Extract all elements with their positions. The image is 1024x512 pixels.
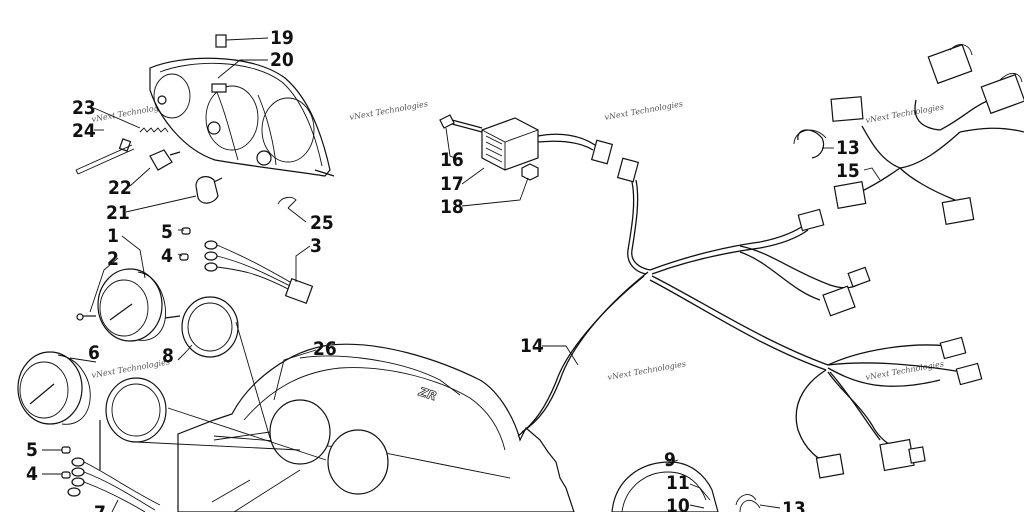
wiring-harness <box>517 179 963 463</box>
watermark: vNext Technologies <box>91 357 171 380</box>
callout-5-lower: 5 <box>26 439 38 461</box>
watermark: vNext Technologies <box>607 359 687 382</box>
lower-gauge <box>17 351 167 512</box>
harness-connectors <box>797 208 983 479</box>
callout-21: 21 <box>106 202 130 224</box>
callout-3: 3 <box>310 235 322 257</box>
gauge-opening-left <box>269 399 331 465</box>
connector-3 <box>284 278 314 304</box>
console-panel: ZR <box>177 343 575 512</box>
connector-upper-2 <box>980 73 1024 115</box>
wire-clip <box>277 196 297 209</box>
callout-15: 15 <box>836 160 860 182</box>
bolt-16 <box>439 114 455 129</box>
callout-13-upper: 13 <box>836 137 860 159</box>
leader-lines <box>42 37 881 512</box>
bottom-parts <box>611 461 761 512</box>
bulb-socket <box>149 149 173 171</box>
gauge-opening-right <box>327 429 389 495</box>
callout-14: 14 <box>520 335 544 357</box>
regulator-connector <box>590 139 614 165</box>
upper-gauge <box>76 227 314 358</box>
adjuster-screw <box>75 144 135 175</box>
nut-18 <box>521 163 539 181</box>
callout-5-upper: 5 <box>161 221 173 243</box>
console-logo: ZR <box>416 384 438 403</box>
watermark: vNext Technologies <box>865 102 945 125</box>
callout-26: 26 <box>313 338 337 360</box>
callout-8: 8 <box>162 345 174 367</box>
watermark: vNext Technologies <box>604 99 684 122</box>
callout-17: 17 <box>440 173 464 195</box>
callout-19: 19 <box>270 27 294 49</box>
clip-part-19 <box>215 34 227 48</box>
headlight-housing <box>149 57 331 177</box>
snap-ring-13-upper <box>797 129 825 159</box>
callout-24: 24 <box>72 120 96 142</box>
bulb <box>195 176 219 204</box>
callout-23: 23 <box>72 97 96 119</box>
upper-right-harness <box>793 43 1024 225</box>
voltage-regulator <box>439 114 640 183</box>
callout-4-lower: 4 <box>26 463 38 485</box>
callout-16: 16 <box>440 149 464 171</box>
adjuster-spring <box>139 127 169 133</box>
callout-10: 10 <box>666 495 690 512</box>
callout-2: 2 <box>107 248 119 270</box>
callout-9: 9 <box>664 449 676 471</box>
callout-1: 1 <box>107 225 119 247</box>
callout-13-lower: 13 <box>782 498 806 512</box>
callout-20: 20 <box>270 49 294 71</box>
connector-upper-1 <box>927 43 973 85</box>
watermark: vNext Technologies <box>349 99 429 122</box>
callout-25: 25 <box>310 212 334 234</box>
callout-22: 22 <box>108 177 132 199</box>
callout-18: 18 <box>440 196 464 218</box>
callout-7: 7 <box>94 502 106 512</box>
callout-numbers: 19 20 23 24 22 21 25 1 5 3 2 4 26 6 8 14… <box>26 27 860 512</box>
callout-4-upper: 4 <box>161 245 173 267</box>
headlight-assembly <box>75 34 335 209</box>
callout-11: 11 <box>666 472 690 494</box>
callout-6: 6 <box>88 342 100 364</box>
